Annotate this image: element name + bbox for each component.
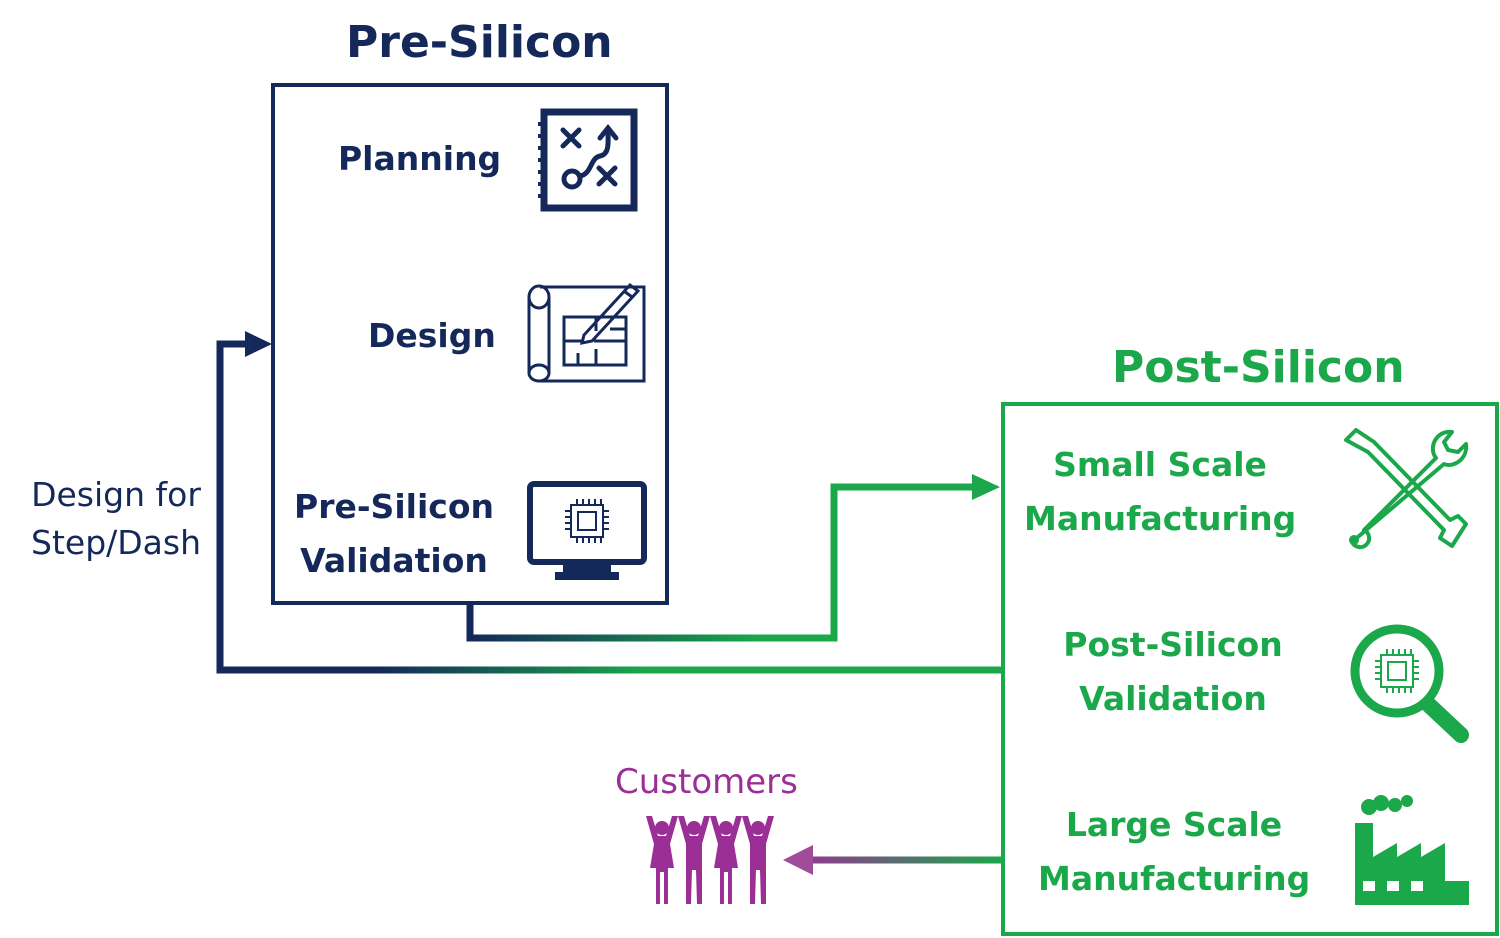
stage-post-silicon-validation-label: Post-Silicon Validation [1063,625,1283,718]
customers-label: Customers [615,762,798,802]
blueprint-icon [527,282,646,383]
pre-silicon-title: Pre-Silicon [346,17,613,68]
stage-planning-label: Planning [338,139,502,178]
stage-small-scale-label: Small Scale Manufacturing [1024,445,1297,538]
feedback-loop-arrow [216,340,1003,674]
stage-design-label: Design [368,316,496,355]
feedback-loop-label: Design for Step/Dash [31,475,201,562]
strategy-board-icon [538,108,638,212]
stage-large-scale-label: Large Scale Manufacturing [1038,805,1311,898]
tools-icon [1344,428,1469,550]
post-silicon-title: Post-Silicon [1112,342,1405,393]
pre-silicon-box [271,83,669,605]
pre-to-post-arrow [466,483,975,642]
stage-pre-silicon-validation-label: Pre-Silicon Validation [294,487,494,580]
post-silicon-box [1001,402,1499,936]
customers-icon [646,816,774,904]
chip-magnifier-icon [1350,624,1469,743]
chip-monitor-icon [527,481,647,580]
factory-icon [1355,795,1469,905]
